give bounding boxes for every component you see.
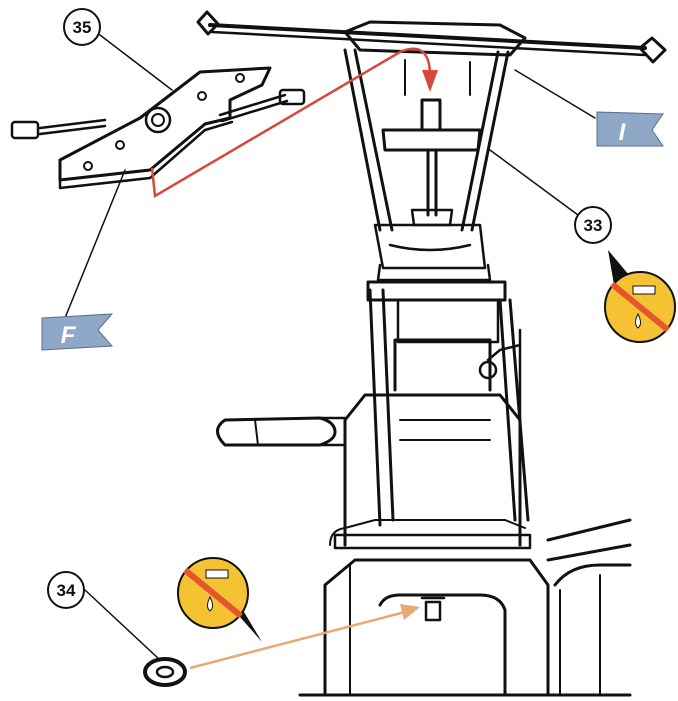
machine-base — [216, 280, 632, 697]
no-oil-warning-icon — [177, 557, 262, 642]
grommet-part-34 — [143, 657, 187, 687]
no-oil-warning-icon — [604, 250, 676, 343]
callout-33-label: 33 — [584, 216, 603, 235]
callout-35-label: 35 — [73, 18, 92, 37]
red-routing-arrow — [150, 47, 432, 199]
plate-part-35 — [10, 66, 306, 190]
orange-insertion-arrow — [189, 610, 406, 670]
flag-i-label: I — [619, 119, 627, 146]
flag-i: I — [596, 111, 664, 147]
flag-f-label: F — [61, 322, 77, 349]
lamp-hood — [343, 48, 510, 282]
orange-arrowhead — [400, 604, 420, 620]
callout-33: 33 — [574, 206, 612, 244]
leader-lines — [64, 34, 596, 661]
callout-34-label: 34 — [57, 581, 76, 600]
screw-fixing — [420, 596, 446, 622]
callout-35: 35 — [63, 8, 101, 46]
red-arrowhead — [422, 70, 438, 92]
callout-34: 34 — [47, 571, 85, 609]
top-crossbar — [196, 10, 667, 64]
flag-f: F — [41, 313, 114, 351]
